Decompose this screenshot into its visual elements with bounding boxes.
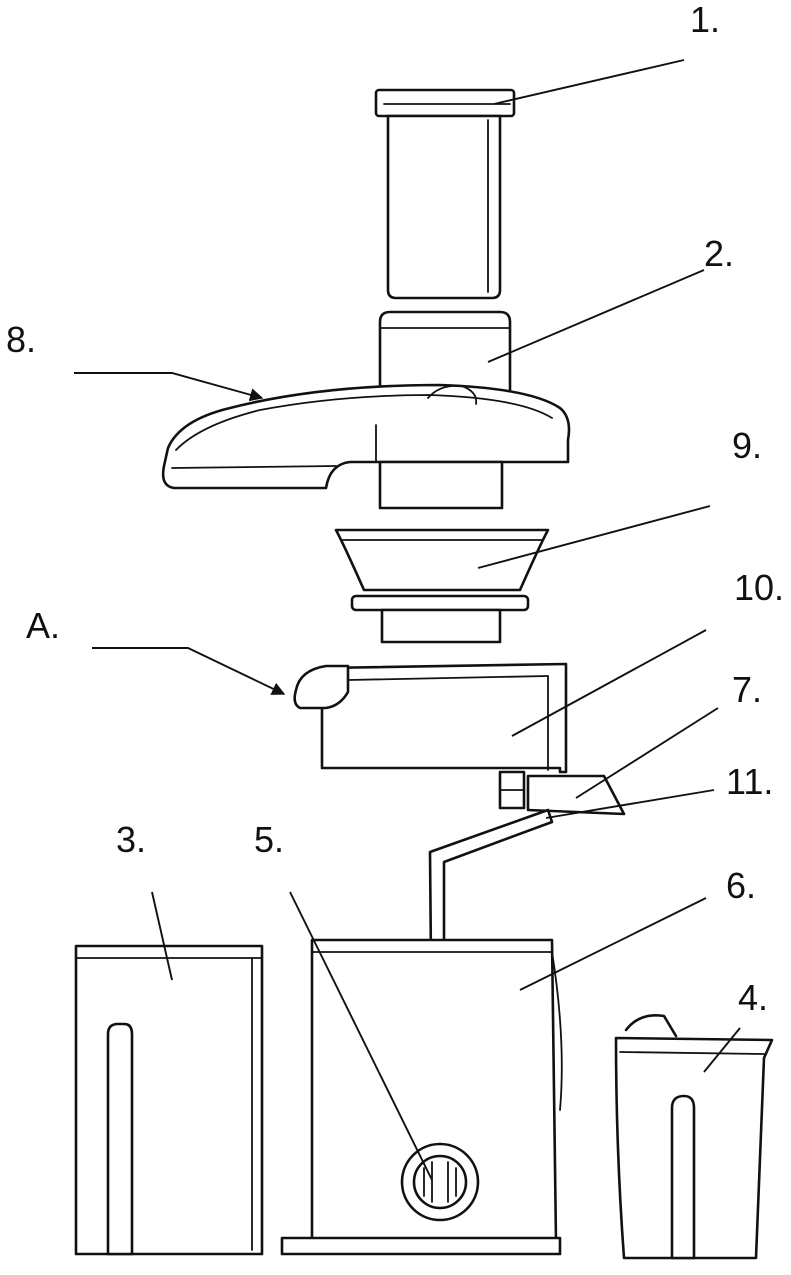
food-pusher [374,88,516,300]
leader-9 [477,505,711,569]
callout-9: 9. [732,425,762,466]
callout-4: 4. [738,977,768,1018]
leader-8 [74,372,264,402]
callout-6: 6. [726,865,756,906]
callout-8: 8. [6,319,36,360]
leader-A [92,647,286,695]
callout-1: 1. [690,0,720,40]
leader-11 [545,789,715,819]
callout-5: 5. [254,819,284,860]
lid-with-feed-tube [161,310,571,510]
motor-base [280,938,563,1256]
leader-3 [151,891,173,981]
leader-1 [493,59,685,105]
leader-lines [74,59,741,1181]
leader-10 [511,629,707,737]
leader-4 [703,1027,741,1073]
filter-basket [334,528,550,644]
callout-A: A. [26,605,60,646]
callout-3: 3. [116,819,146,860]
leader-6 [519,897,707,991]
leader-2 [487,269,705,363]
callout-10: 10. [734,567,784,608]
juice-jug [614,1014,774,1260]
pulp-container [74,944,264,1256]
leader-5 [289,891,433,1181]
leader-7 [575,707,719,799]
callout-11: 11. [726,761,773,802]
callout-7: 7. [732,669,762,710]
callout-labels: 1. 2. 8. 9. A. 10. 7. 11. 3. 5. 6. 4. [6,0,784,1018]
juice-collector [293,662,568,810]
callout-2: 2. [704,233,734,274]
